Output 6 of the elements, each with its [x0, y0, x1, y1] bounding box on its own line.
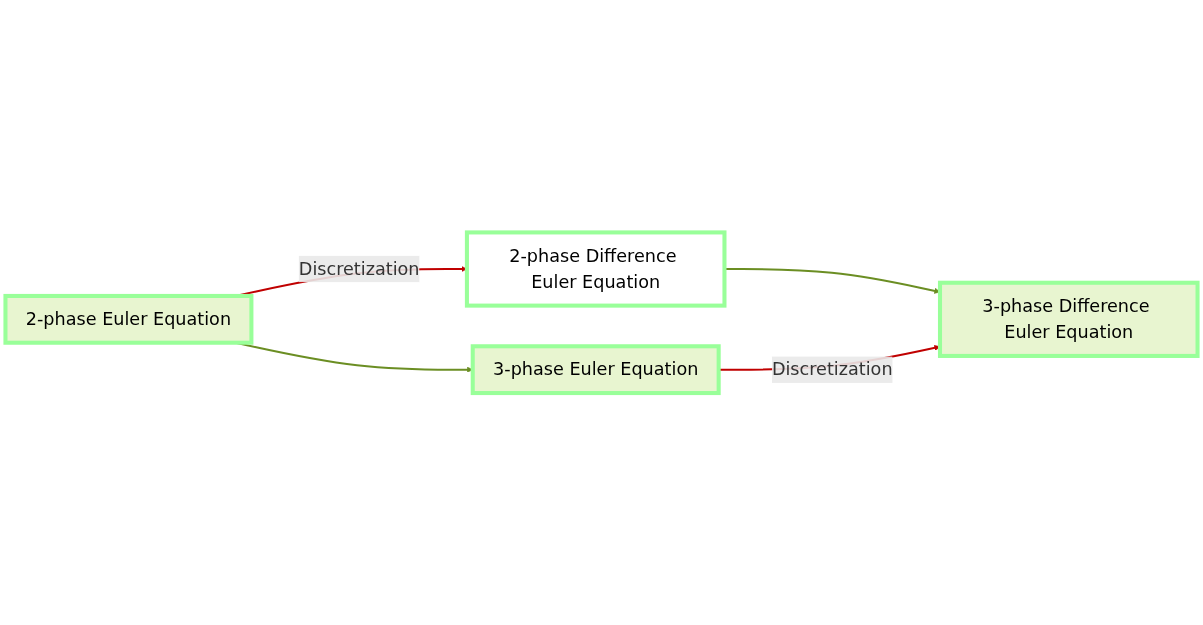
node-box: 2-phase Euler Equation — [3, 293, 254, 345]
edge-label: Discretization — [298, 258, 420, 279]
node-box: 2-phase Difference Euler Equation — [464, 230, 727, 308]
node-box: 3-phase Difference Euler Equation — [937, 280, 1200, 358]
node-box: 3-phase Euler Equation — [470, 344, 721, 395]
edge-label: Discretization — [771, 358, 893, 380]
